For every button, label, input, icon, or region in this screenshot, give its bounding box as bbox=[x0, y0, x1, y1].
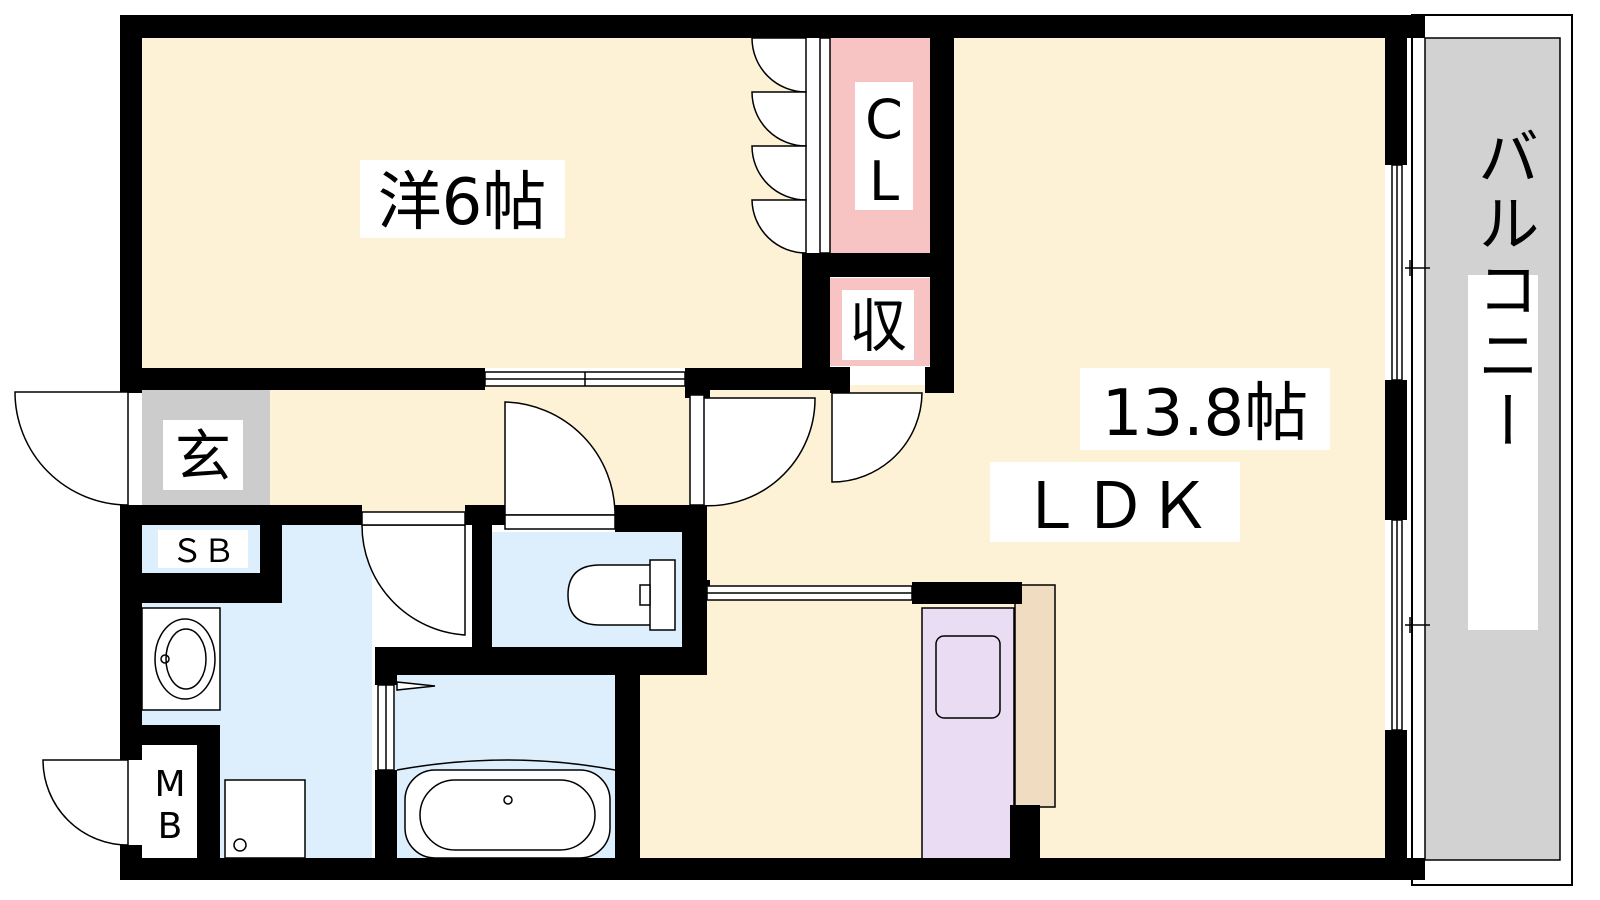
ldk-type-label: ＬＤＫ bbox=[1019, 470, 1211, 544]
wall-storage-bottom bbox=[830, 367, 850, 393]
kitchen-counter bbox=[921, 607, 1015, 864]
wall-right-mid bbox=[1385, 380, 1407, 520]
ldk-size-label: 13.8帖 bbox=[1102, 377, 1309, 451]
wet-fixtures bbox=[141, 559, 676, 859]
meter-box-floor bbox=[142, 740, 197, 858]
washroom-door bbox=[361, 524, 466, 636]
kitchen-back-counter bbox=[1014, 584, 1056, 808]
wall-left-upper bbox=[120, 15, 142, 393]
sliding-doors bbox=[377, 371, 913, 771]
wall-hall-post bbox=[685, 368, 710, 398]
kitchen-fixtures bbox=[921, 584, 1056, 864]
wall-right-bottom bbox=[1385, 730, 1407, 880]
meter-box-door bbox=[42, 759, 129, 846]
wall-right-top bbox=[1385, 15, 1407, 165]
storage-label: 収 bbox=[849, 292, 907, 360]
western-room-label: 洋6帖 bbox=[378, 166, 547, 240]
wall-toilet-bottom bbox=[380, 647, 707, 675]
wall-bath-left bbox=[375, 647, 397, 685]
balcony-label: バルコニー bbox=[1467, 125, 1540, 455]
storage-door bbox=[831, 392, 923, 483]
wall-bath-right bbox=[615, 647, 640, 880]
wall-shoe-box-bottom bbox=[142, 573, 282, 603]
wall-left-lower bbox=[120, 505, 142, 760]
washing-machine bbox=[224, 779, 306, 859]
wall-kitchen-partition bbox=[912, 582, 1022, 604]
wall-bedroom-bottom-left bbox=[120, 368, 485, 390]
balcony bbox=[1411, 14, 1573, 886]
wall-bedroom-right bbox=[802, 255, 830, 390]
wall-left-bottom bbox=[120, 845, 142, 880]
wall-kitchen-counter-end bbox=[1010, 805, 1040, 865]
wall-bedroom-bottom-right bbox=[685, 368, 805, 390]
toilet-bowl bbox=[567, 564, 650, 626]
entrance-label: 玄 bbox=[175, 425, 231, 490]
front-door bbox=[14, 391, 129, 506]
labels: 洋6帖 C L 収 13.8帖 ＬＤＫ 玄 ＳＢ M B バルコニー bbox=[154, 82, 1540, 847]
wall-toilet-left bbox=[472, 505, 492, 665]
meter-box-label-b: B bbox=[158, 806, 183, 847]
closet-label-l: L bbox=[869, 150, 899, 213]
wall-toilet-door-post bbox=[692, 580, 710, 600]
meter-box-label-m: M bbox=[154, 764, 185, 805]
wall-bath-left-lower bbox=[375, 770, 397, 880]
wall-closet-right bbox=[930, 38, 954, 393]
toilet-door bbox=[504, 401, 616, 516]
wall-washroom-top bbox=[282, 505, 362, 525]
wall-storage-bottom-right bbox=[925, 367, 954, 393]
closet-doors bbox=[751, 37, 831, 254]
wall-closet-bottom bbox=[802, 253, 954, 277]
wall-top bbox=[120, 15, 1425, 38]
balcony-label-bg bbox=[1468, 275, 1538, 630]
wall-entrance-bottom bbox=[142, 505, 282, 525]
wall-meter-right bbox=[197, 725, 220, 880]
wall-bottom bbox=[120, 858, 1425, 880]
closet-label-c: C bbox=[865, 88, 903, 151]
wall-meter-top bbox=[120, 725, 210, 745]
swing-doors bbox=[14, 391, 923, 846]
walls bbox=[120, 15, 1425, 880]
shoe-box-label: ＳＢ bbox=[171, 532, 235, 570]
bathtub bbox=[404, 769, 611, 859]
balcony-windows bbox=[1391, 164, 1430, 731]
toilet-tank bbox=[649, 559, 676, 631]
kitchen-sink bbox=[935, 635, 1001, 719]
